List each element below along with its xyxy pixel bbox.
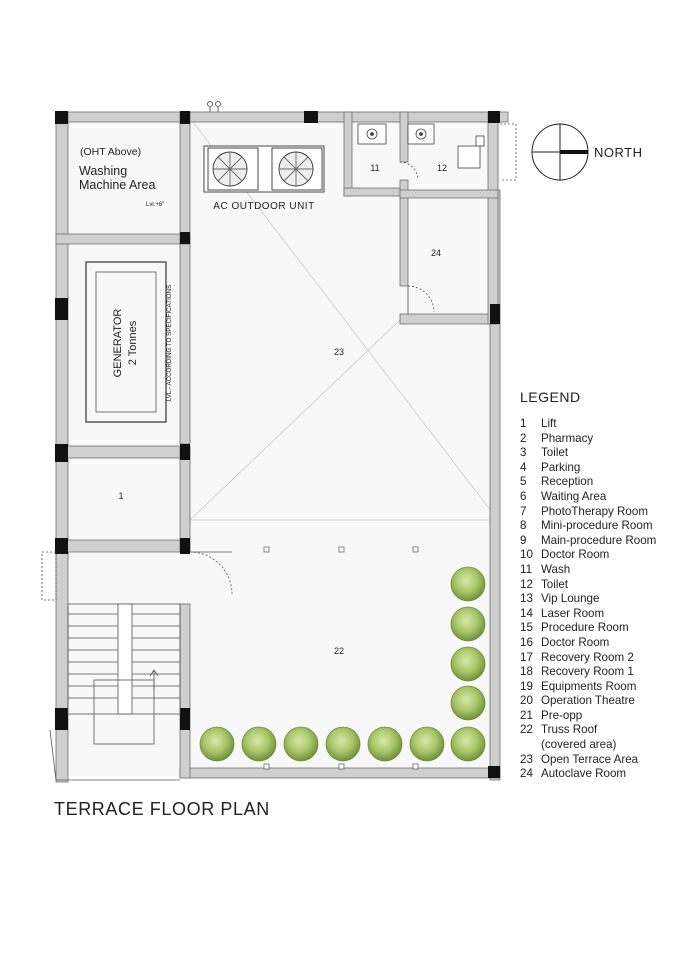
door-swings xyxy=(41,123,517,601)
light-points xyxy=(263,546,419,770)
tree-icon xyxy=(450,606,486,642)
level-tag: Lvl.+6" xyxy=(146,202,164,208)
room-22-label: 22 xyxy=(334,646,344,656)
ac-outdoor-unit xyxy=(203,145,325,193)
generator-capacity: 2 Tonnes xyxy=(127,320,139,365)
legend-item: (covered area) xyxy=(541,738,617,752)
tree-icon xyxy=(199,726,235,762)
tree-icon xyxy=(450,566,486,602)
washing-area-label: Washing xyxy=(79,164,127,178)
generator-outline xyxy=(85,261,167,423)
tree-icon xyxy=(283,726,319,762)
terrace-diagonal xyxy=(189,319,401,521)
generator-note: LVL.- ACCORDING TO SPECIFICATIONS xyxy=(166,285,173,401)
room-12-label: 12 xyxy=(437,163,447,173)
plan-title: TERRACE FLOOR PLAN xyxy=(54,799,270,819)
planters xyxy=(199,566,486,762)
tree-icon xyxy=(450,646,486,682)
room-11-label: 11 xyxy=(370,163,379,173)
oht-note: (OHT Above) xyxy=(80,146,141,158)
tree-icon xyxy=(241,726,277,762)
north-arrow-icon xyxy=(531,123,589,181)
ac-label: AC OUTDOOR UNIT xyxy=(213,201,314,212)
tree-icon xyxy=(409,726,445,762)
tree-icon xyxy=(450,726,486,762)
legend-title: LEGEND xyxy=(520,389,581,405)
room-1-label: 1 xyxy=(118,491,123,501)
pipe-markers xyxy=(207,101,221,112)
tree-icon xyxy=(367,726,403,762)
room-23-label: 23 xyxy=(334,347,344,357)
north-label: NORTH xyxy=(594,145,643,160)
columns xyxy=(55,111,500,778)
staircase xyxy=(49,603,181,781)
generator-inner xyxy=(95,271,157,413)
room-24-label: 24 xyxy=(431,248,441,258)
tree-icon xyxy=(325,726,361,762)
tree-icon xyxy=(450,685,486,721)
generator-label: GENERATOR xyxy=(112,309,124,378)
sanitary-fixtures xyxy=(357,123,485,169)
washing-area-label-2: Machine Area xyxy=(79,178,155,192)
